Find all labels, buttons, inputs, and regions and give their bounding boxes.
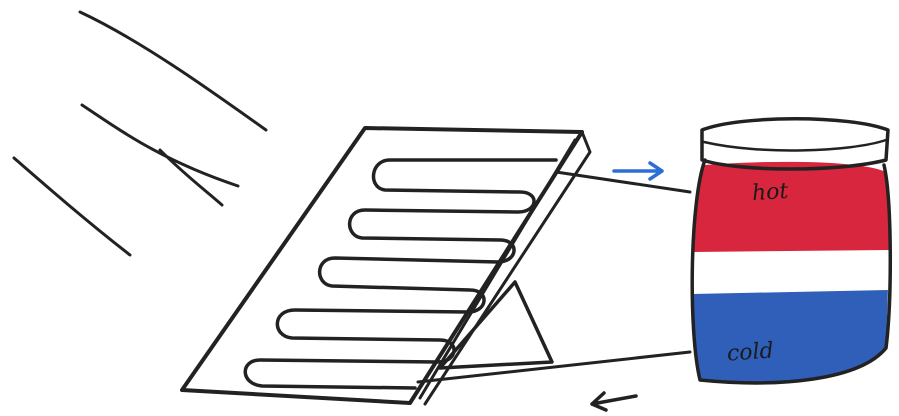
sun-rays [14,12,266,255]
cold-layer-label: cold [726,338,774,366]
cold-return-arrow [592,393,636,410]
hot-layer-label: hot [751,179,789,206]
storage-tank [692,119,890,383]
tank-middle-layer [692,248,890,294]
tank-hot-layer [693,162,890,252]
hot-outflow-arrow [614,163,662,179]
